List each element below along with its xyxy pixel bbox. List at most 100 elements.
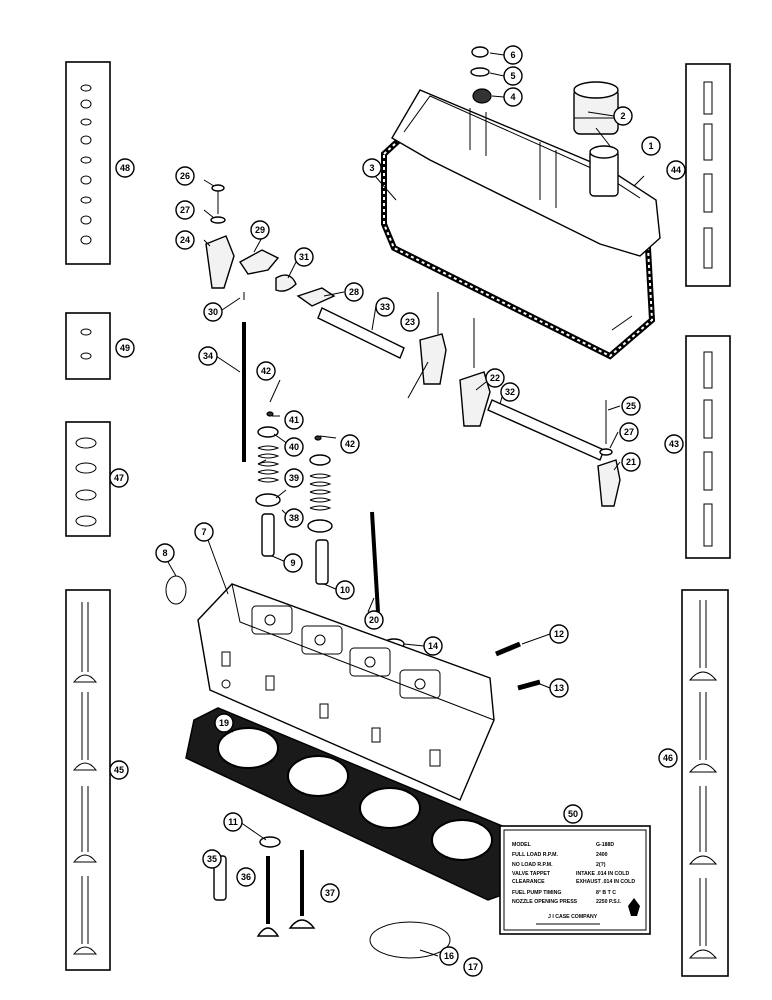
svg-text:22: 22 [490,373,500,383]
callout-39: 39 [284,468,304,488]
callout-40: 40 [284,437,304,457]
callout-23: 23 [400,312,420,332]
plate-row-3-value: 2(?) [596,862,606,868]
callout-44: 44 [666,160,686,180]
plate-row-5-label: CLEARANCE [512,879,545,885]
callout-16: 16 [439,946,459,966]
svg-text:50: 50 [568,809,578,819]
svg-text:3: 3 [369,163,374,173]
callout-29: 29 [250,220,270,240]
callout-19: 19 [214,713,234,733]
callout-45: 45 [109,760,129,780]
svg-text:44: 44 [671,165,681,175]
svg-text:24: 24 [180,235,190,245]
plate-row-1-label: MODEL [512,842,532,848]
svg-text:36: 36 [241,872,251,882]
callout-28: 28 [344,282,364,302]
filler-cap [573,81,619,135]
callout-7: 7 [194,522,214,542]
svg-text:14: 14 [428,641,438,651]
svg-text:48: 48 [120,163,130,173]
svg-text:41: 41 [289,415,299,425]
callout-32: 32 [500,382,520,402]
cover-nut-washer-grommet [470,46,492,104]
callout-30: 30 [203,302,223,322]
callout-42b: 42 [340,434,360,454]
callout-42: 42 [256,361,276,381]
callout-24: 24 [175,230,195,250]
svg-text:5: 5 [510,71,515,81]
plate-row-7-value: 2250 P.S.I. [596,899,622,905]
box-43-guides [685,335,731,559]
callout-36: 36 [236,867,256,887]
svg-text:26: 26 [180,171,190,181]
svg-text:46: 46 [663,753,673,763]
callout-33: 33 [375,297,395,317]
callout-27: 27 [175,200,195,220]
box-46-valves [681,589,729,977]
plate-row-1-value: G-188D [596,842,614,848]
svg-text:42: 42 [261,366,271,376]
callout-47: 47 [109,468,129,488]
box-49-keepers [65,312,111,380]
valve-cover [391,89,661,257]
svg-text:32: 32 [505,387,515,397]
callout-27b: 27 [619,422,639,442]
callout-10: 10 [335,580,355,600]
svg-text:1: 1 [648,141,653,151]
svg-text:10: 10 [340,585,350,595]
callout-37: 37 [320,883,340,903]
callout-2: 2 [613,106,633,126]
svg-text:11: 11 [228,817,238,827]
svg-text:12: 12 [554,629,564,639]
svg-text:27: 27 [624,427,634,437]
box-48-valve-keepers [65,61,111,265]
box-47-seal-rings [65,421,111,537]
box-45-valves [65,589,111,971]
callout-5: 5 [503,66,523,86]
plate-row-6-label: FUEL PUMP TIMING [512,890,561,896]
svg-text:4: 4 [510,92,515,102]
callout-43: 43 [664,434,684,454]
svg-text:27: 27 [180,205,190,215]
callout-6: 6 [503,45,523,65]
callout-20: 20 [364,610,384,630]
svg-text:43: 43 [669,439,679,449]
svg-text:49: 49 [120,343,130,353]
callout-48: 48 [115,158,135,178]
plate-row-5-value: EXHAUST .014 IN COLD [576,879,635,885]
svg-text:37: 37 [325,888,335,898]
svg-text:9: 9 [290,558,295,568]
svg-text:2: 2 [620,111,625,121]
plate-row-4-value: INTAKE .014 IN COLD [576,871,629,877]
svg-text:40: 40 [289,442,299,452]
callout-13: 13 [549,678,569,698]
callout-31: 31 [294,247,314,267]
svg-text:20: 20 [369,615,379,625]
callout-38: 38 [284,508,304,528]
svg-text:42: 42 [345,439,355,449]
plate-row-4-label: VALVE TAPPET [512,871,551,877]
svg-text:25: 25 [626,401,636,411]
leader-lines [167,52,645,957]
plate-row-2-value: 2400 [596,852,608,858]
engine-data-plate: MODEL G-188D FULL LOAD R.P.M. 2400 NO LO… [499,825,651,935]
svg-text:39: 39 [289,473,299,483]
callout-11: 11 [223,812,243,832]
callout-3: 3 [362,158,382,178]
callout-1: 1 [641,136,661,156]
plate-row-2-label: FULL LOAD R.P.M. [512,852,558,858]
svg-text:31: 31 [299,252,309,262]
svg-text:19: 19 [219,718,229,728]
svg-text:28: 28 [349,287,359,297]
rocker-assembly [205,184,621,507]
svg-text:21: 21 [626,457,636,467]
svg-text:45: 45 [114,765,124,775]
svg-text:13: 13 [554,683,564,693]
callout-34: 34 [198,346,218,366]
svg-text:33: 33 [380,302,390,312]
svg-text:16: 16 [444,951,454,961]
callout-41: 41 [284,410,304,430]
callout-9: 9 [283,553,303,573]
